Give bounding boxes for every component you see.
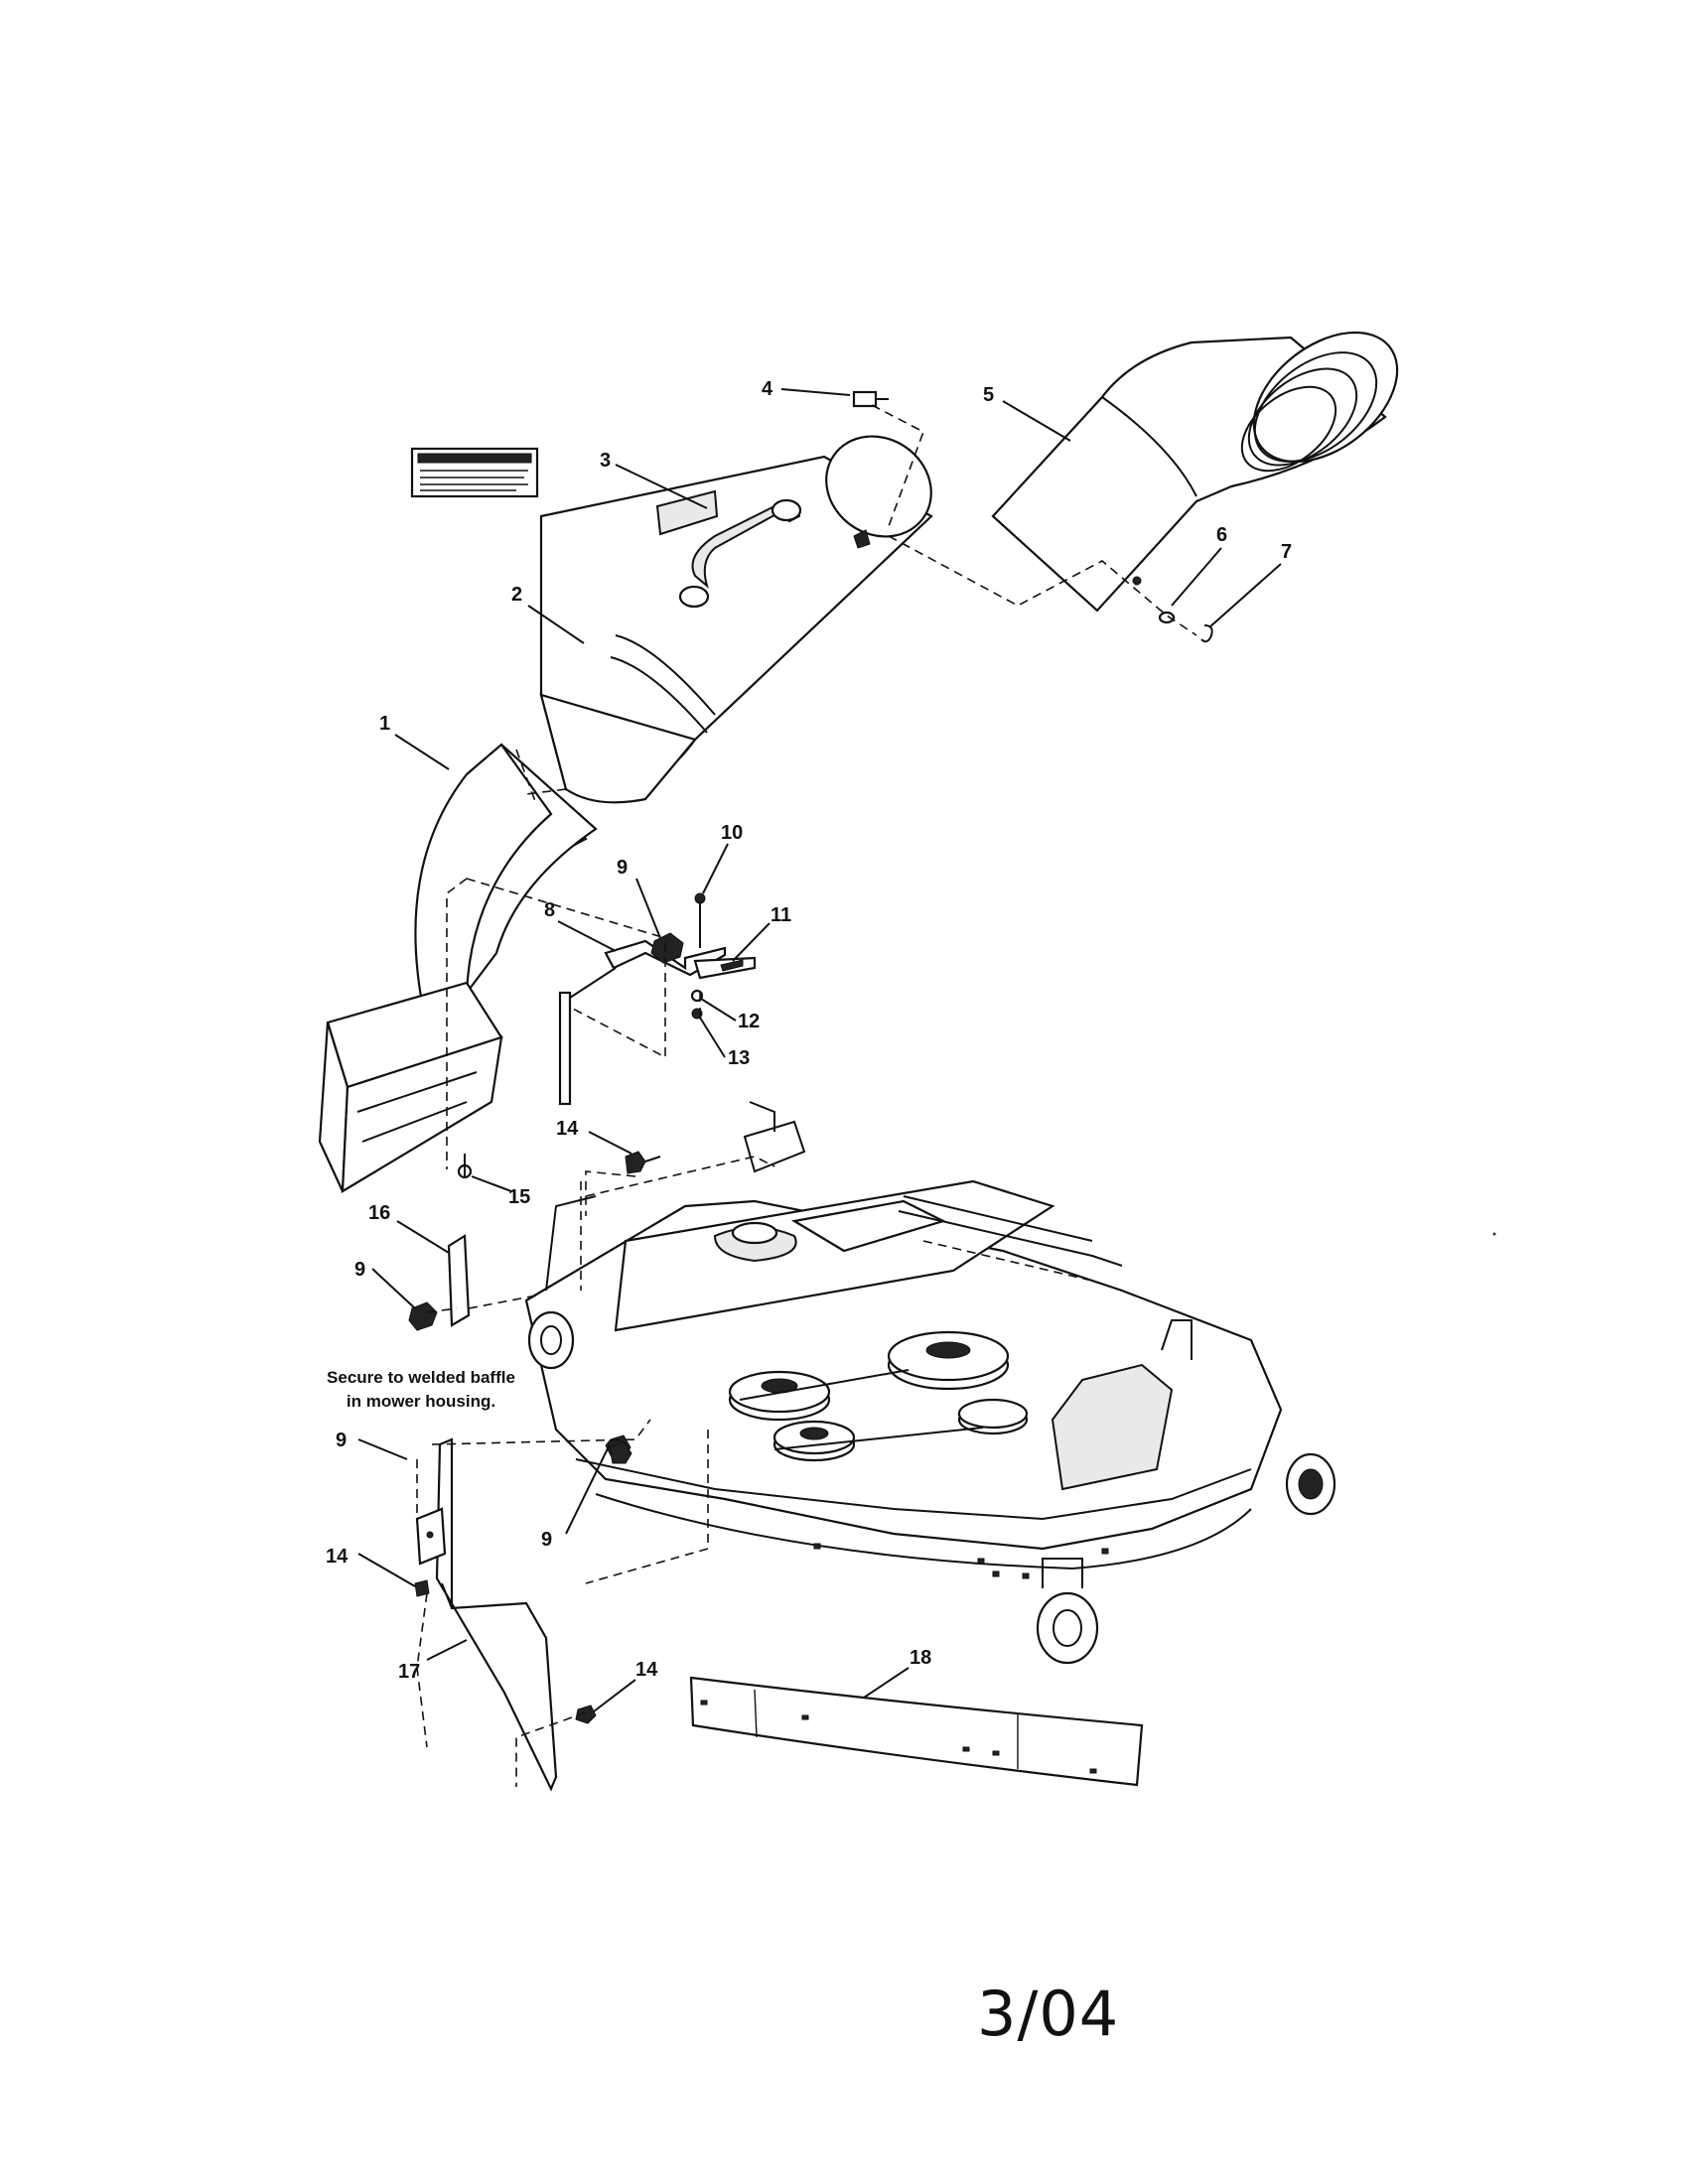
revision-date: 3/04 bbox=[977, 1978, 1120, 2050]
assembly-lines bbox=[416, 404, 1197, 1787]
note-line-2: in mower housing. bbox=[347, 1392, 495, 1411]
note-line-1: Secure to welded baffle bbox=[327, 1368, 515, 1387]
upper-chute-part-2 bbox=[539, 435, 933, 804]
callout-5: 5 bbox=[983, 384, 994, 406]
callout-16: 16 bbox=[368, 1202, 390, 1224]
callout-labels: 1 2 3 4 5 6 7 8 9 10 11 12 13 14 15 16 9… bbox=[326, 378, 1292, 1683]
callout-9-left: 9 bbox=[354, 1259, 365, 1281]
callout-9-deck: 9 bbox=[541, 1529, 552, 1551]
callout-6: 6 bbox=[1216, 524, 1227, 546]
callout-14-lower: 14 bbox=[635, 1659, 658, 1681]
callout-17: 17 bbox=[398, 1661, 420, 1683]
callout-2: 2 bbox=[511, 584, 522, 606]
mower-deck bbox=[524, 1101, 1336, 1665]
callout-9-top: 9 bbox=[617, 857, 628, 879]
callout-8: 8 bbox=[544, 899, 555, 921]
callout-11: 11 bbox=[771, 904, 791, 926]
callout-4: 4 bbox=[762, 378, 773, 400]
callout-12: 12 bbox=[738, 1011, 760, 1032]
fasteners bbox=[414, 390, 1213, 1724]
callout-7: 7 bbox=[1281, 541, 1292, 563]
elbow-part-5 bbox=[991, 331, 1399, 613]
callout-14-left: 14 bbox=[326, 1546, 349, 1568]
bracket-part-16 bbox=[408, 1234, 471, 1331]
callout-3: 3 bbox=[600, 450, 611, 472]
decal-part-3 bbox=[410, 447, 539, 498]
leader-lines bbox=[357, 388, 1282, 1712]
stray-dot bbox=[1492, 1232, 1496, 1236]
callout-14-upper: 14 bbox=[556, 1118, 579, 1140]
callout-15: 15 bbox=[508, 1186, 530, 1208]
callout-10: 10 bbox=[721, 822, 743, 844]
callout-9-baffle: 9 bbox=[336, 1430, 347, 1451]
callout-18: 18 bbox=[910, 1647, 931, 1669]
baffle-part-17 bbox=[415, 1437, 558, 1792]
trim-strip-part-18 bbox=[689, 1676, 1144, 1787]
callout-1: 1 bbox=[379, 713, 390, 735]
callout-13: 13 bbox=[728, 1047, 750, 1069]
lower-chute-part-1 bbox=[318, 743, 598, 1194]
